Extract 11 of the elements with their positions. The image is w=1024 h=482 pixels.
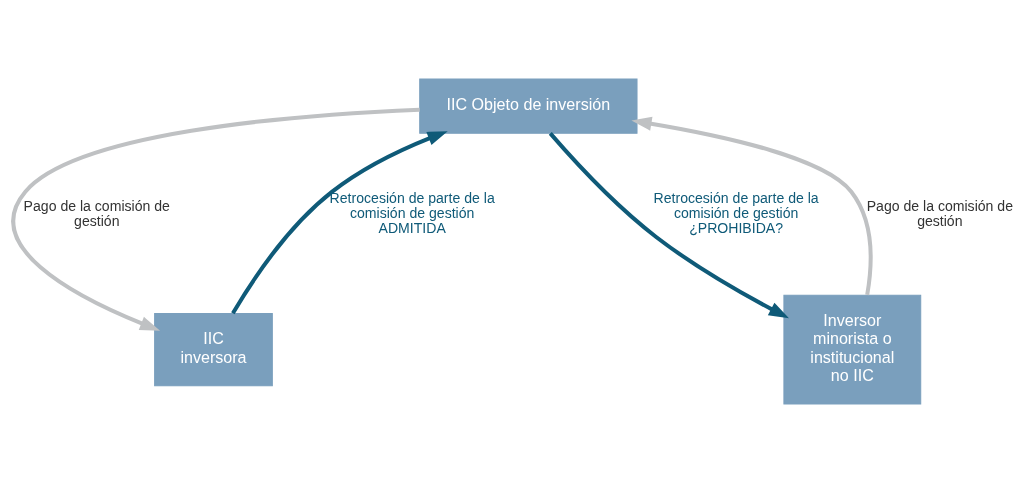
- edge-label: Pago de la comisión de gestión: [866, 197, 1014, 229]
- arrow: [231, 130, 448, 314]
- edge-label: Retrocesión de parte de la comisión de gestión ¿PROHIBIDA?: [653, 189, 819, 236]
- edge-label: Retrocesión de parte de la comisión de gestión ADMITIDA: [329, 189, 495, 236]
- arrow: [631, 116, 873, 295]
- arrow: [11, 107, 420, 331]
- node-box: IIC Objeto de inversión: [419, 78, 638, 134]
- edge-label: Pago de la comisión de gestión: [23, 197, 170, 229]
- arrow: [548, 131, 789, 318]
- node-box: IIC inversora: [154, 312, 273, 386]
- node-box: Inversor minorista o institucional no IIC: [783, 294, 922, 404]
